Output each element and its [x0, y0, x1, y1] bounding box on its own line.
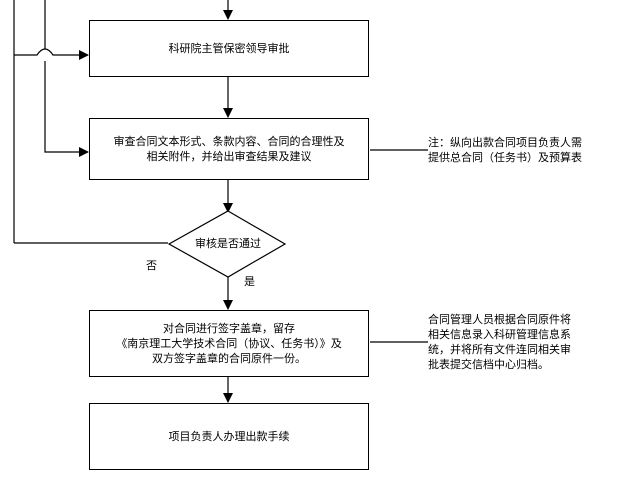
review-text-line1: 审查合同文本形式、条款内容、合同的合理性及 — [113, 135, 345, 148]
label-no: 否 — [146, 259, 157, 272]
decision-text: 审核是否通过 — [195, 237, 261, 250]
approval-leader-box: 科研院主管保密领导审批 — [89, 20, 369, 77]
payment-text: 项目负责人办理出款手续 — [168, 430, 290, 443]
note-vertical-contract: 注：纵向出款合同项目负责人需 提供总合同（任务书）及预算表 — [428, 135, 618, 165]
note-archive: 合同管理人员根据合同原件将 相关信息录入科研管理信息系 统，并将所有文件连同相关… — [428, 312, 618, 372]
sign-text-line3: 双方签字盖章的合同原件一份。 — [152, 352, 306, 365]
sign-text-line2: 《南京理工大学技术合同（协议、任务书）》及 — [116, 337, 342, 350]
sign-text-line1: 对合同进行签字盖章，留存 — [163, 322, 295, 335]
arrow-into-review-box — [44, 61, 89, 157]
payment-box: 项目负责人办理出款手续 — [89, 403, 369, 470]
review-text-line2: 相关附件，并给出审查结果及建议 — [146, 150, 312, 163]
note2-line4: 批表提交信档中心归档。 — [428, 358, 549, 371]
arrow-into-approval-box — [14, 48, 89, 60]
note2-line1: 合同管理人员根据合同原件将 — [428, 313, 571, 326]
approval-leader-text: 科研院主管保密领导审批 — [168, 42, 290, 55]
note2-line3: 统，并将所有文件连同相关审 — [428, 343, 571, 356]
note1-line2: 提供总合同（任务书）及预算表 — [428, 151, 582, 164]
label-yes: 是 — [244, 275, 255, 288]
review-contract-box: 审查合同文本形式、条款内容、合同的合理性及 相关附件，并给出审查结果及建议 — [89, 118, 369, 180]
note1-line1: 注：纵向出款合同项目负责人需 — [428, 136, 582, 149]
sign-seal-box: 对合同进行签字盖章，留存 《南京理工大学技术合同（协议、任务书）》及 双方签字盖… — [89, 310, 369, 377]
note2-line2: 相关信息录入科研管理信息系 — [428, 328, 571, 341]
